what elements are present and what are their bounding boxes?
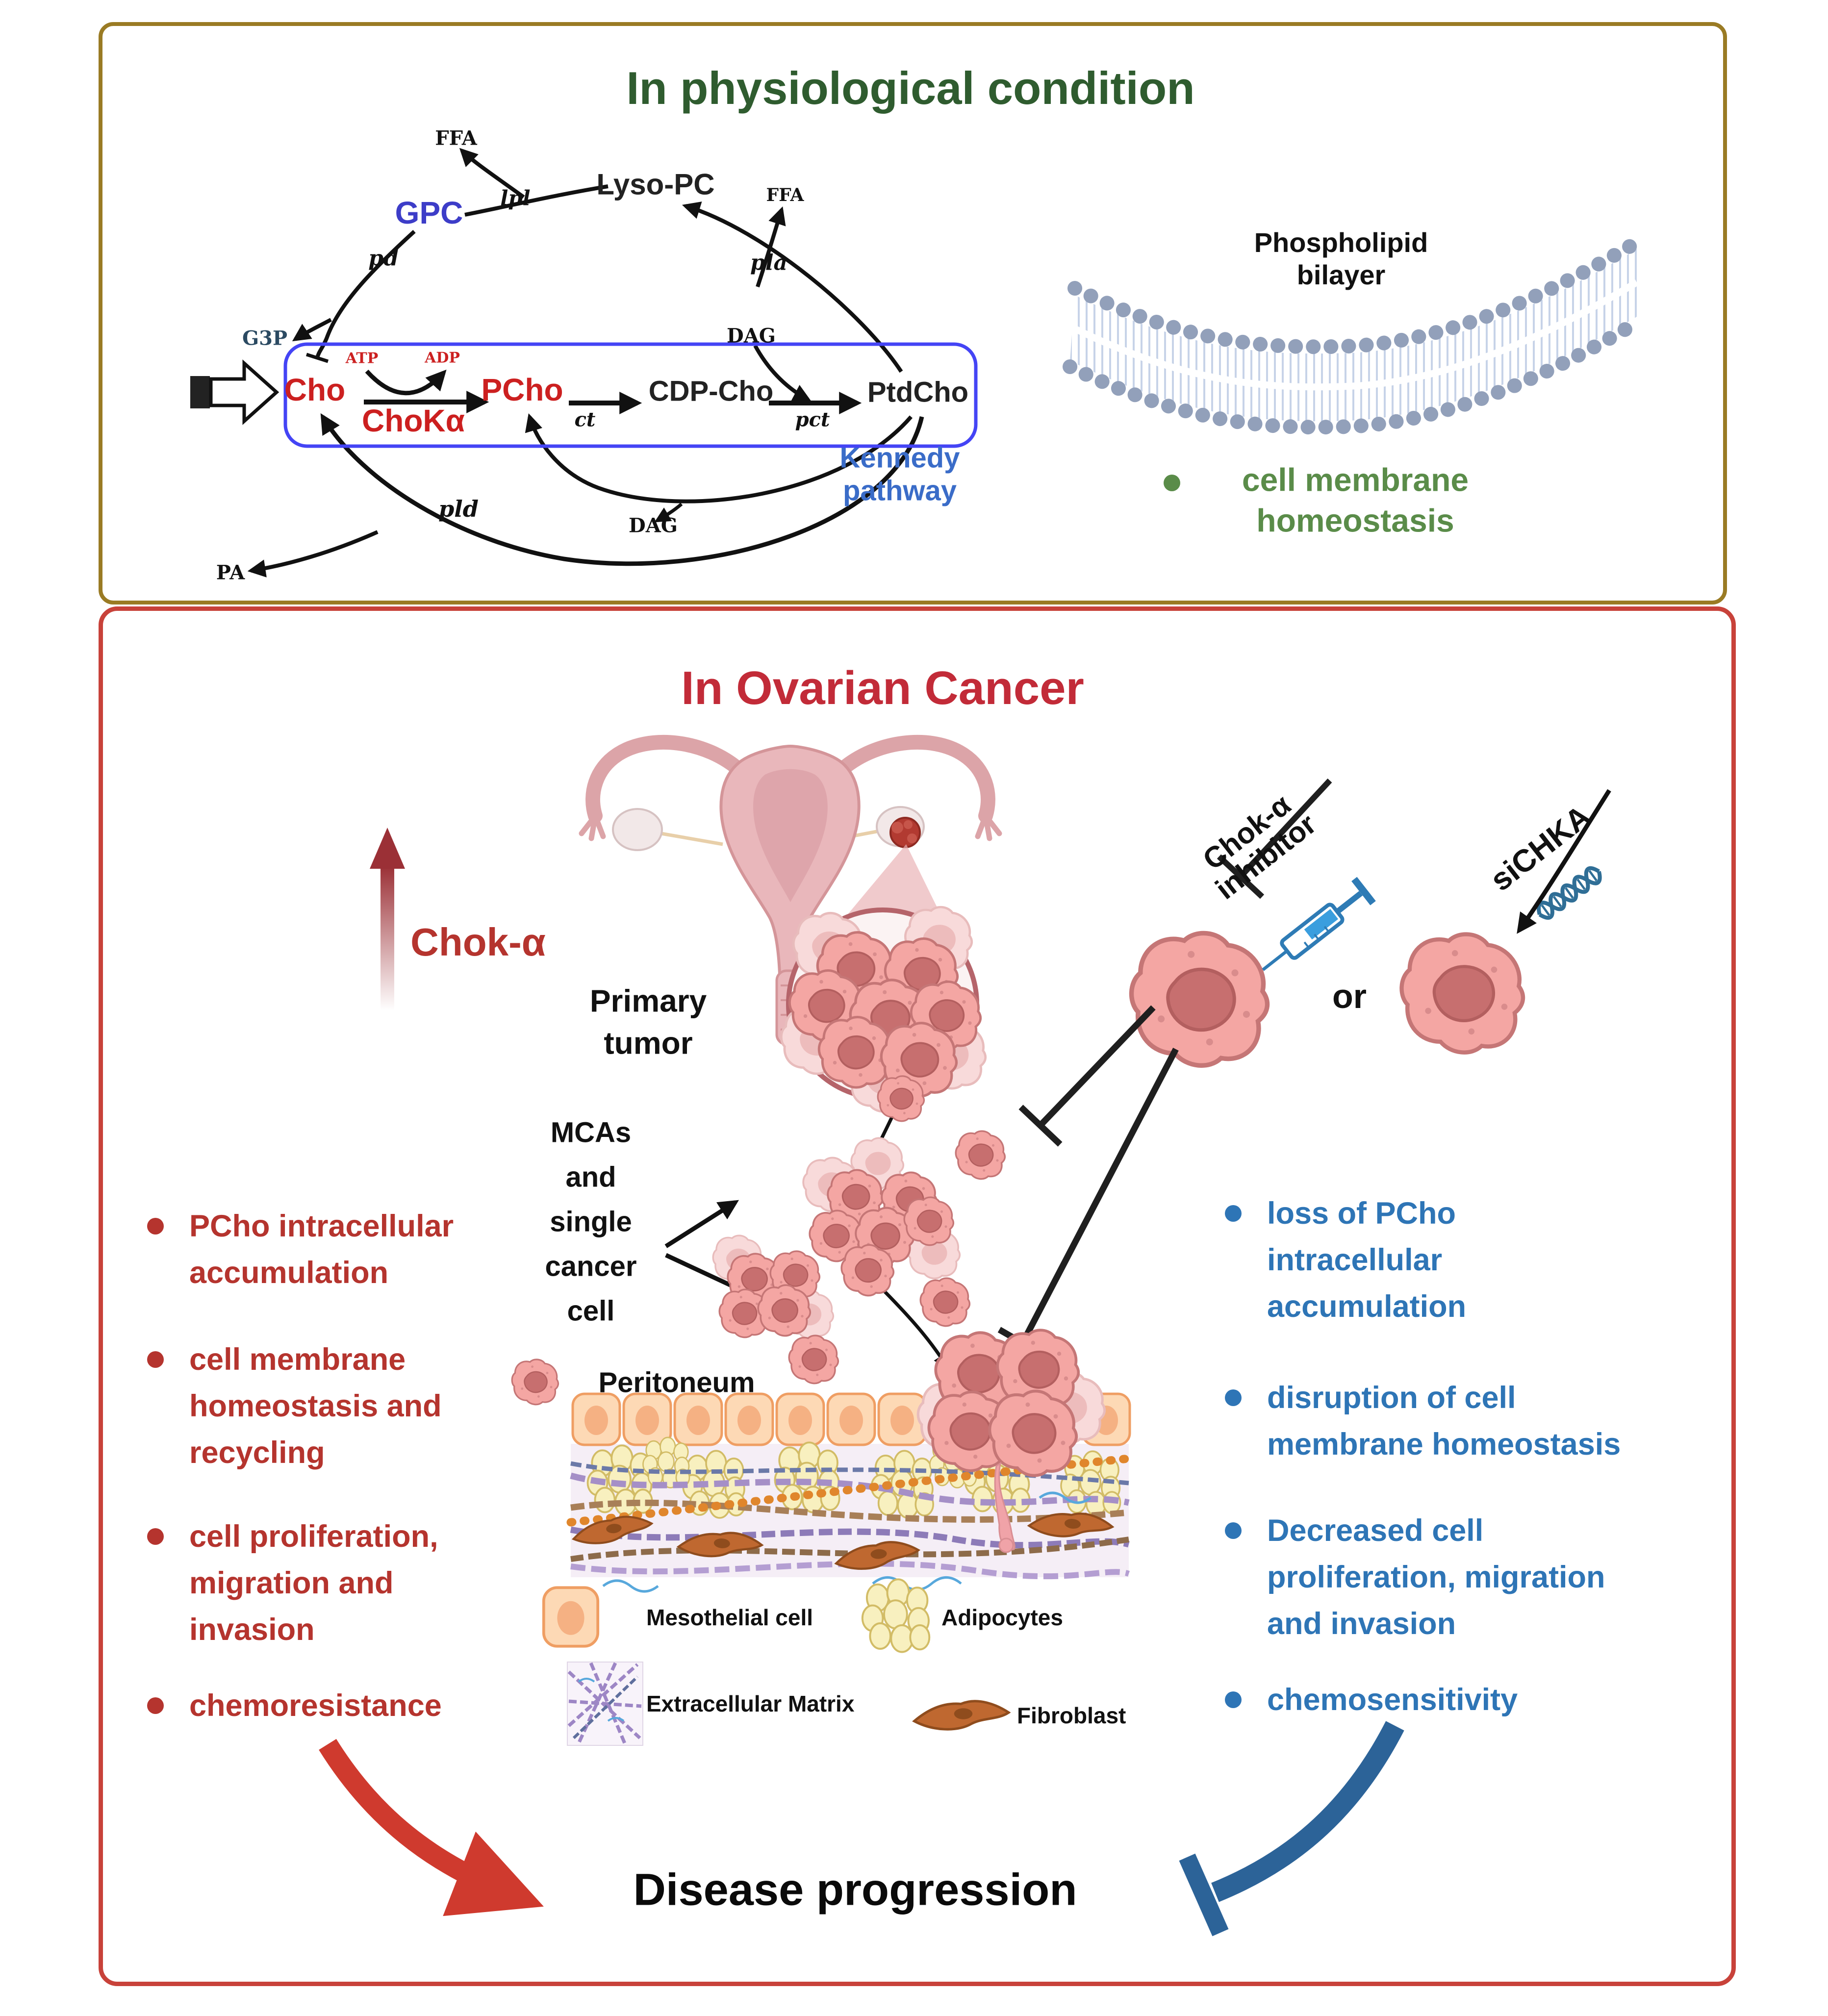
lpl-enzyme-label: lpl	[500, 186, 531, 210]
dag-bottom-label: DAG	[629, 514, 678, 537]
extracellular-matrix-icon	[567, 1662, 643, 1746]
legend-icons	[544, 1578, 1009, 1746]
red-bullet-dot	[147, 1218, 164, 1235]
pa-label: PA	[216, 561, 245, 584]
red-effect-proliferation: cell proliferation, migration and invasi…	[147, 1513, 438, 1653]
ovarian-tumor	[889, 817, 921, 848]
kennedy-pathway-label: Kennedy pathway	[839, 442, 960, 506]
cdp-cho-label: CDP-Cho	[648, 375, 774, 407]
atp-label: ATP	[345, 350, 379, 367]
phospholipid-bilayer-graphic	[1063, 235, 1644, 435]
lyso-pc-label: Lyso-PC	[596, 168, 715, 201]
adp-label: ADP	[425, 349, 460, 367]
blue-effect-text: chemosensitivity	[1267, 1683, 1518, 1717]
fibroblast-icon	[914, 1701, 1009, 1729]
g3p-label: G3P	[242, 327, 288, 350]
blue-effect-decreased-proliferation: Decreased cell proliferation, migration …	[1225, 1508, 1605, 1647]
blue-bullet-dot	[1225, 1522, 1242, 1539]
chok-alpha-up-arrow	[370, 828, 405, 1010]
chok-alpha-label: Chok-α	[410, 920, 546, 964]
legend-mesothelial-cell: Mesothelial cell	[646, 1605, 813, 1630]
pla-enzyme-label: pla	[750, 250, 787, 276]
cho-label: Cho	[284, 372, 346, 407]
pcho-label: PCho	[481, 372, 563, 407]
or-label: or	[1332, 977, 1367, 1015]
choline-uptake-arrow	[190, 359, 279, 425]
blue-bullet-dot	[1225, 1205, 1242, 1222]
blue-effect-membrane-disruption: disruption of cell membrane homeostasis	[1225, 1375, 1621, 1468]
syringe-icon	[1253, 877, 1375, 982]
blue-effect-chemosensitivity: chemosensitivity	[1225, 1677, 1518, 1723]
disease-progression-label: Disease progression	[633, 1865, 1077, 1915]
blue-bullet-dot	[1225, 1691, 1242, 1708]
green-bullet-dot	[1164, 475, 1180, 491]
phospholipid-bilayer-label: Phospholipid bilayer	[1254, 227, 1428, 290]
physiological-title: In physiological condition	[626, 62, 1195, 114]
pd-enzyme-label: pd	[368, 246, 399, 271]
sichka-arrow	[1517, 789, 1611, 934]
cancer-cell-inhibitor	[1132, 933, 1268, 1065]
pld-enzyme-label: pld	[438, 496, 479, 522]
cancer-cell-sichka	[1401, 934, 1523, 1053]
red-effect-chemoresistance: chemoresistance	[147, 1683, 442, 1729]
ct-enzyme-label: ct	[574, 408, 596, 431]
ffa-top-label: FFA	[435, 126, 477, 150]
red-effect-text: cell membrane homeostasis and recycling	[189, 1342, 442, 1470]
legend-fibroblast: Fibroblast	[1017, 1703, 1126, 1728]
blue-effect-text: Decreased cell proliferation, migration …	[1267, 1513, 1605, 1641]
red-effect-pcho-accumulation: PCho intracellular accumulation	[147, 1203, 454, 1296]
red-effect-text: cell proliferation, migration and invasi…	[189, 1519, 438, 1647]
choka-enzyme-label: ChoKα	[362, 403, 465, 438]
blue-effect-text: disruption of cell membrane homeostasis	[1267, 1381, 1621, 1462]
peritoneum-label: Peritoneum	[598, 1366, 755, 1399]
adipocytes-icon	[861, 1578, 931, 1653]
legend-extracellular-matrix: Extracellular Matrix	[646, 1691, 855, 1716]
mesothelial-cell-icon	[544, 1588, 598, 1646]
primary-tumor-label: Primary tumor	[589, 983, 707, 1061]
membrane-homeostasis-bullet: cell membrane homeostasis	[1242, 461, 1469, 539]
red-bullet-dot	[147, 1697, 164, 1714]
ffa-right-label: FFA	[766, 185, 804, 205]
legend-adipocytes: Adipocytes	[941, 1605, 1063, 1630]
progression-arrow-red	[319, 1739, 544, 1916]
pct-enzyme-label: pct	[795, 408, 830, 431]
dag-top-label: DAG	[727, 324, 776, 348]
red-effect-membrane-homeostasis: cell membrane homeostasis and recycling	[147, 1336, 442, 1476]
peritoneal-tumor	[918, 1330, 1104, 1553]
blue-effect-pcho-loss: loss of PCho intracellular accumulation	[1225, 1190, 1466, 1330]
progression-block-arrow-blue	[1179, 1721, 1404, 1937]
red-effect-text: chemoresistance	[189, 1688, 442, 1723]
red-bullet-dot	[147, 1351, 164, 1368]
mcas-label: MCAs and single cancer cell	[545, 1116, 637, 1327]
kennedy-pathway-diagram	[190, 148, 978, 578]
tumor-magnifier-circle	[781, 907, 985, 1111]
ptdcho-label: PtdCho	[867, 376, 969, 408]
ovarian-cancer-title: In Ovarian Cancer	[681, 662, 1084, 714]
red-effect-text: PCho intracellular accumulation	[189, 1209, 454, 1290]
blue-effect-text: loss of PCho intracellular accumulation	[1267, 1196, 1467, 1324]
peritoneum-tissue	[566, 1330, 1133, 1593]
red-bullet-dot	[147, 1528, 164, 1545]
blue-bullet-dot	[1225, 1389, 1242, 1406]
inhibition-lines	[997, 778, 1332, 1359]
physiological-panel	[99, 22, 1727, 605]
gpc-label: GPC	[395, 195, 463, 230]
kennedy-pathway-box	[283, 342, 978, 448]
